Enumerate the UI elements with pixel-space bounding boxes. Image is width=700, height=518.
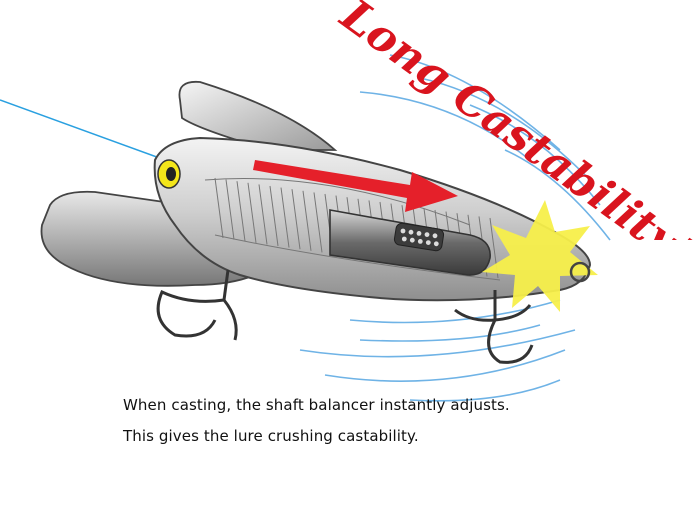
- rib-line: [236, 181, 246, 242]
- line-tie-ring: [569, 261, 591, 283]
- rib-line: [313, 192, 323, 253]
- balancer-dot: [400, 228, 406, 234]
- front-treble-hook: [156, 269, 238, 341]
- rib-line: [225, 179, 235, 240]
- balancer-dot: [409, 237, 415, 243]
- balancer-dot: [408, 229, 414, 235]
- impact-burst: [482, 200, 598, 312]
- balancer-dot: [417, 239, 423, 244]
- dorsal-fin: [178, 80, 338, 151]
- fishing-line: [0, 99, 166, 161]
- rib-line: [214, 177, 224, 239]
- caption-line-2: This gives the lure crushing castability…: [123, 427, 419, 445]
- balancer-dot: [433, 241, 439, 247]
- wind-lines-upper: [359, 54, 611, 241]
- eye: [157, 159, 181, 189]
- rib-line: [291, 189, 301, 250]
- balancer-dot: [416, 231, 422, 236]
- cast-direction-arrow: [253, 160, 458, 212]
- rear-treble-hook: [454, 290, 534, 364]
- rib-line: [280, 187, 290, 248]
- wind-lines-lower: [299, 299, 576, 402]
- rib-line: [269, 185, 279, 247]
- rib-line: [258, 184, 268, 245]
- balancer-dot: [425, 240, 431, 246]
- balancer-dot: [424, 232, 430, 238]
- rib-line: [247, 182, 257, 243]
- shaft-balancer: [329, 209, 491, 276]
- rib-line: [302, 190, 312, 251]
- balancer-dot: [401, 236, 407, 242]
- caption-line-1: When casting, the shaft balancer instant…: [123, 396, 510, 414]
- balancer-dot: [432, 233, 438, 239]
